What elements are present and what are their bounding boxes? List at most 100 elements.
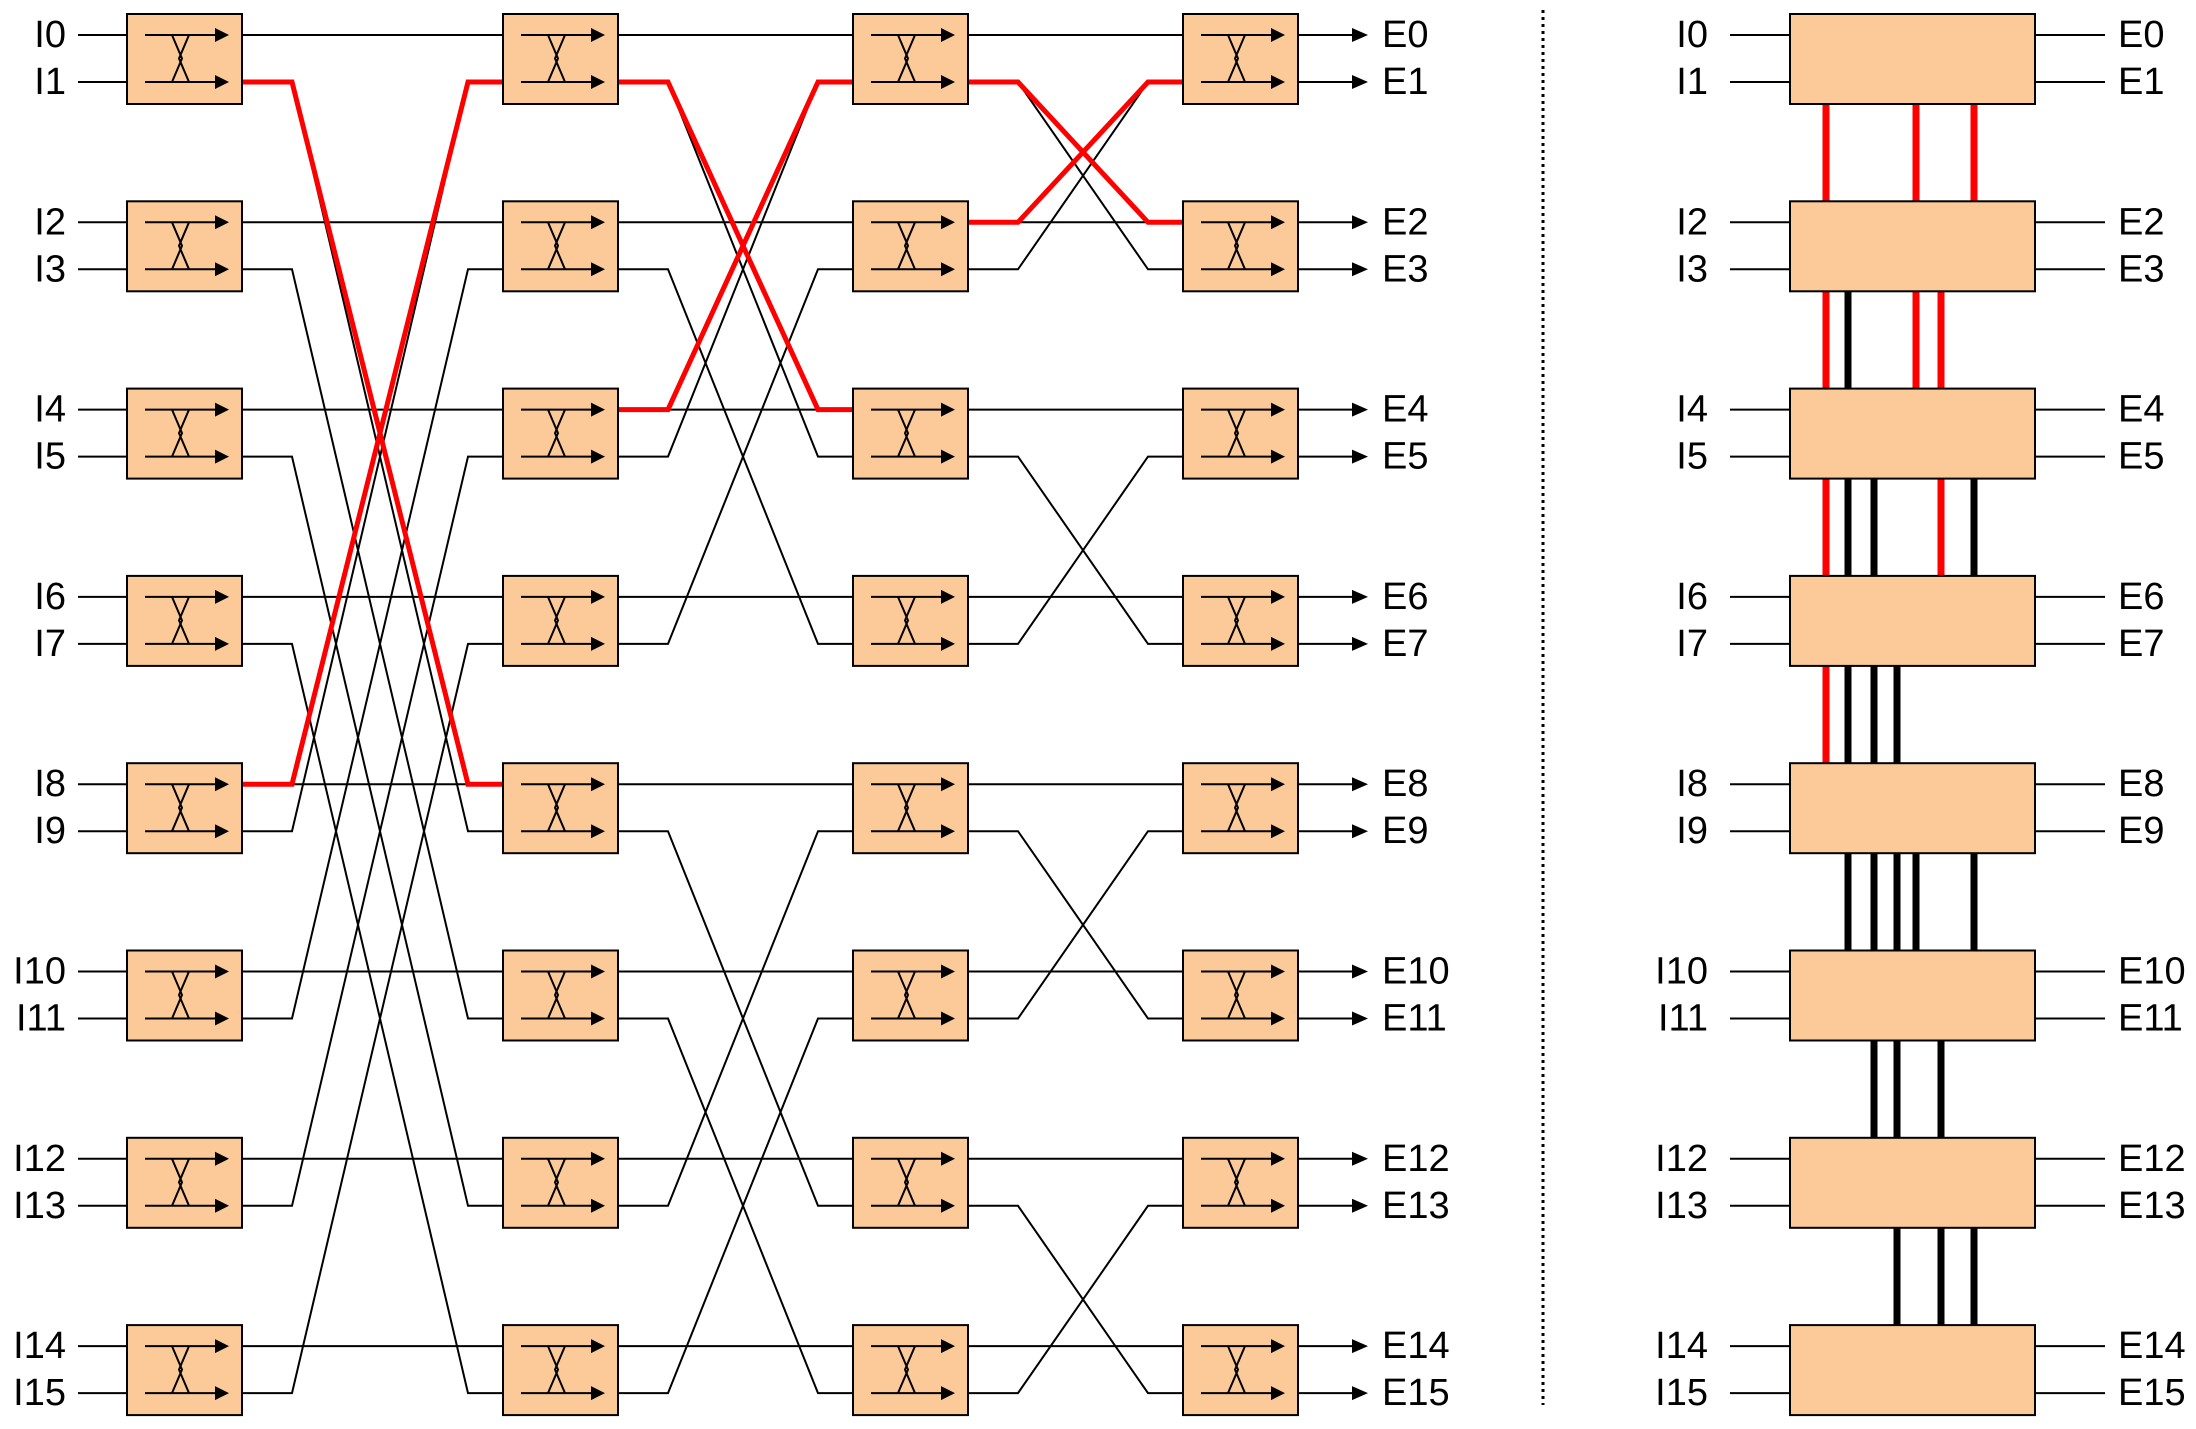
output-label: E5 [1382,436,1428,478]
crossbar-switch [502,200,619,293]
equivalent-output-label: E3 [2118,248,2164,290]
crossbar-switch [126,200,243,293]
input-label: I3 [34,248,66,290]
input-label: I5 [34,436,66,478]
input-label: I13 [13,1185,66,1227]
link-wire [968,455,1183,645]
link-wire [618,268,853,645]
input-label: I7 [34,623,66,665]
equivalent-input-label: I6 [1676,576,1708,618]
output-arrow-icon [1352,824,1368,839]
equivalent-input-label: I13 [1655,1185,1708,1227]
equivalent-output-label: E6 [2118,576,2164,618]
output-label: E9 [1382,810,1428,852]
link-wire [242,642,503,1395]
output-label: E7 [1382,623,1428,665]
output-label: E13 [1382,1185,1450,1227]
equivalent-output-label: E14 [2118,1325,2186,1367]
crossbar-switch [852,1324,969,1417]
input-label: I10 [13,951,66,993]
equivalent-block [1789,1136,2036,1229]
input-label: I4 [34,389,66,431]
highlighted-path [618,79,853,413]
equivalent-input-label: I14 [1655,1325,1708,1367]
link-wire [618,1017,853,1395]
crossbar-switch [852,387,969,480]
input-label: I6 [34,576,66,618]
output-arrow-icon [1352,262,1368,277]
link-wire [242,455,503,1207]
equivalent-output-label: E1 [2118,61,2164,103]
input-label: I0 [34,14,66,56]
crossbar-switch [852,1136,969,1229]
link-wire [968,81,1183,271]
input-label: I2 [34,201,66,243]
link-wire [968,1204,1183,1395]
equivalent-input-label: I2 [1676,201,1708,243]
output-arrow-icon [1352,75,1368,89]
output-label: E10 [1382,951,1450,993]
link-wire [968,830,1183,1020]
equivalent-input-label: I3 [1676,248,1708,290]
highlighted-path [618,79,853,413]
output-label: E11 [1382,998,1447,1040]
output-label: E2 [1382,201,1428,243]
output-arrow-icon [1352,589,1368,604]
crossbar-switch [1182,949,1299,1042]
crossbar-switch [852,574,969,667]
crossbar-switch [1182,1136,1299,1229]
link-wire [968,81,1183,271]
crossbar-switch [852,762,969,855]
equivalent-block [1789,762,2036,855]
output-arrow-icon [1352,636,1368,651]
crossbar-switch [1182,1324,1299,1417]
equivalent-block [1789,13,2036,105]
input-label: I1 [34,61,66,103]
crossbar-switch [126,1136,243,1229]
crossbar-switch [126,574,243,667]
output-label: E15 [1382,1372,1450,1414]
link-wire [968,830,1183,1020]
output-label: E8 [1382,763,1428,805]
equivalent-network: I0I1I2I3I4I5I6I7I8I9I10I11I12I13I14I15E0… [1655,13,2186,1417]
output-label: E1 [1382,61,1428,103]
crossbar-switch [126,13,243,105]
crossbar-switch [126,1324,243,1417]
crossbar-switch [126,762,243,855]
equivalent-input-label: I8 [1676,763,1708,805]
output-arrow-icon [1352,777,1368,792]
switch-elements [126,13,1299,1417]
equivalent-block [1789,574,2036,667]
equivalent-input-label: I7 [1676,623,1708,665]
crossbar-switch [1182,387,1299,480]
crossbar-switch [852,13,969,105]
equivalent-input-label: I11 [1658,998,1708,1040]
crossbar-switch [1182,574,1299,667]
equivalent-input-label: I10 [1655,951,1708,993]
crossbar-switch [502,762,619,855]
link-wire [968,1204,1183,1395]
input-label: I15 [13,1372,66,1414]
crossbar-switch [126,949,243,1042]
equivalent-output-label: E13 [2118,1185,2186,1227]
equivalent-output-label: E8 [2118,763,2164,805]
equivalent-input-label: I1 [1676,61,1708,103]
output-arrow-icon [1352,1011,1368,1026]
highlighted-path [968,79,1183,225]
output-arrow-icon [1352,1198,1368,1213]
crossbar-switch [502,949,619,1042]
equivalent-output-label: E5 [2118,436,2164,478]
output-label: E12 [1382,1138,1450,1180]
input-label: I8 [34,763,66,805]
equivalent-block [1789,949,2036,1042]
crossbar-switch [502,574,619,667]
input-label: I9 [34,810,66,852]
equivalent-output-label: E0 [2118,14,2164,56]
crossbar-switch [502,1324,619,1417]
interstage-wires [78,28,1368,1401]
link-wire [242,268,503,1020]
equivalent-block [1789,200,2036,293]
equivalent-output-label: E9 [2118,810,2164,852]
crossbar-switch [1182,762,1299,855]
